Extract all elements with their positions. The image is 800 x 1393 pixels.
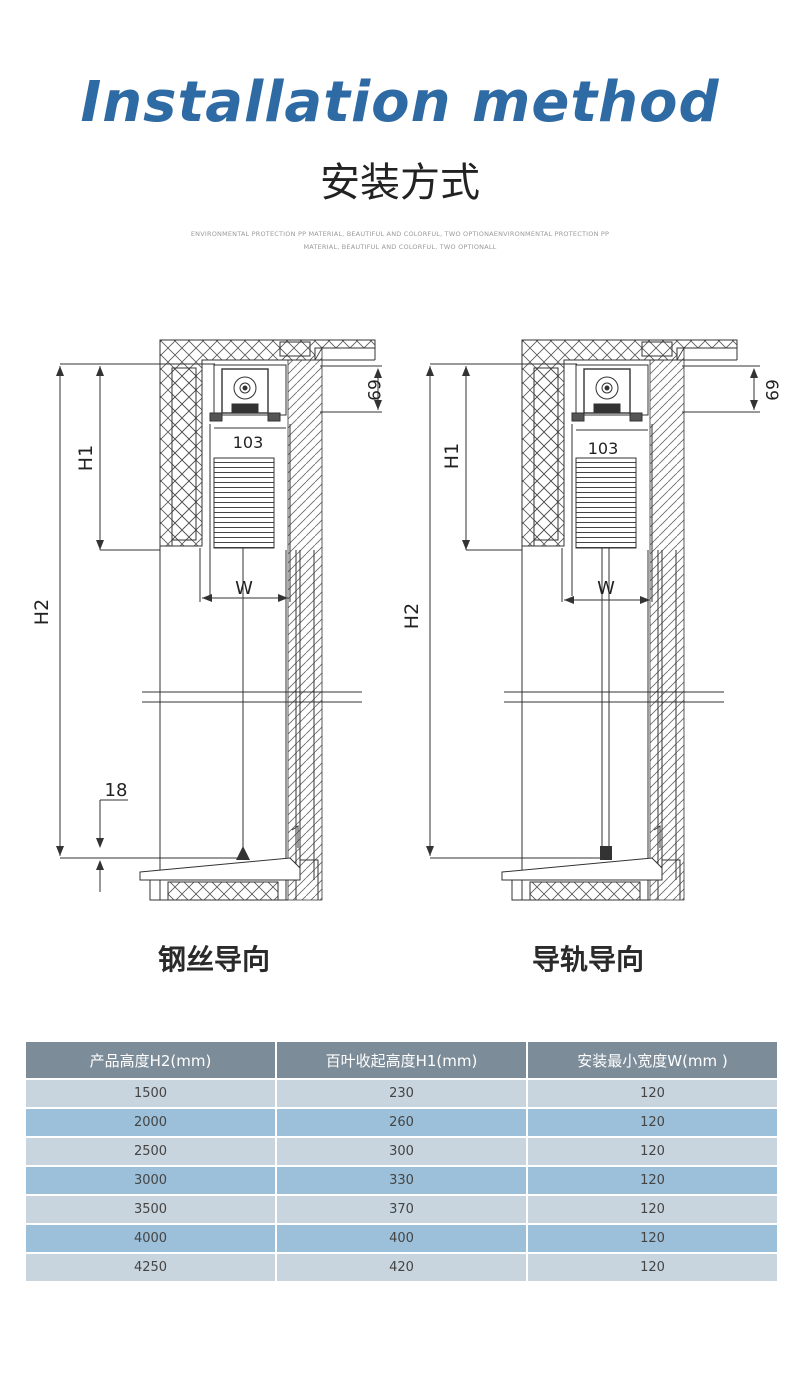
spec-table: 产品高度H2(mm) 百叶收起高度H1(mm) 安装最小宽度W(mm ) 150… [24, 1040, 779, 1283]
page-subtitle-cn: 安装方式 [320, 160, 480, 206]
header-min-width: 安装最小宽度W(mm ) [528, 1042, 777, 1078]
cell-w: 120 [528, 1109, 777, 1136]
w-label: W [597, 578, 615, 599]
table-row: 4250 420 120 [26, 1254, 777, 1281]
installation-diagrams: H1 H2 W 103 69 18 [31, 339, 781, 901]
table-row: 1500 230 120 [26, 1080, 777, 1107]
caption-wire-guide: 钢丝导向 [157, 943, 270, 976]
tagline: ENVIRONMENTAL PROTECTION PP MATERIAL, BE… [190, 230, 610, 251]
table-header-row: 产品高度H2(mm) 百叶收起高度H1(mm) 安装最小宽度W(mm ) [26, 1042, 777, 1078]
cell-h1: 420 [277, 1254, 526, 1281]
cell-h2: 2000 [26, 1109, 275, 1136]
cell-h2: 2500 [26, 1138, 275, 1165]
cell-w: 120 [528, 1167, 777, 1194]
cell-h2: 1500 [26, 1080, 275, 1107]
box-width-label: 103 [588, 439, 619, 458]
cell-w: 120 [528, 1080, 777, 1107]
h1-label: H1 [441, 443, 463, 469]
diagram-rail-guide: H1 H2 W 103 69 [401, 339, 781, 901]
h1-label: H1 [75, 445, 97, 471]
cell-h2: 4000 [26, 1225, 275, 1252]
h2-label: H2 [401, 603, 423, 629]
bottom-gap-label: 18 [105, 780, 128, 801]
page-title: Installation method [80, 70, 720, 135]
cell-h2: 3500 [26, 1196, 275, 1223]
cell-w: 120 [528, 1138, 777, 1165]
cell-h1: 300 [277, 1138, 526, 1165]
cell-h1: 330 [277, 1167, 526, 1194]
cell-w: 120 [528, 1254, 777, 1281]
cell-w: 120 [528, 1196, 777, 1223]
header-stack-height: 百叶收起高度H1(mm) [277, 1042, 526, 1078]
w-label: W [235, 578, 253, 599]
cell-h1: 370 [277, 1196, 526, 1223]
cell-h1: 400 [277, 1225, 526, 1252]
top-offset-label: 69 [363, 379, 383, 401]
table-row: 3000 330 120 [26, 1167, 777, 1194]
cell-h2: 3000 [26, 1167, 275, 1194]
box-width-label: 103 [233, 433, 264, 452]
h2-label: H2 [31, 599, 53, 625]
table-row: 2000 260 120 [26, 1109, 777, 1136]
cell-h1: 260 [277, 1109, 526, 1136]
caption-rail-guide: 导轨导向 [531, 943, 644, 976]
top-offset-label: 69 [761, 379, 781, 401]
diagram-wire-guide: H1 H2 W 103 69 18 [31, 339, 383, 901]
cell-w: 120 [528, 1225, 777, 1252]
table-row: 2500 300 120 [26, 1138, 777, 1165]
header-product-height: 产品高度H2(mm) [26, 1042, 275, 1078]
cell-h2: 4250 [26, 1254, 275, 1281]
table-row: 4000 400 120 [26, 1225, 777, 1252]
cell-h1: 230 [277, 1080, 526, 1107]
table-row: 3500 370 120 [26, 1196, 777, 1223]
